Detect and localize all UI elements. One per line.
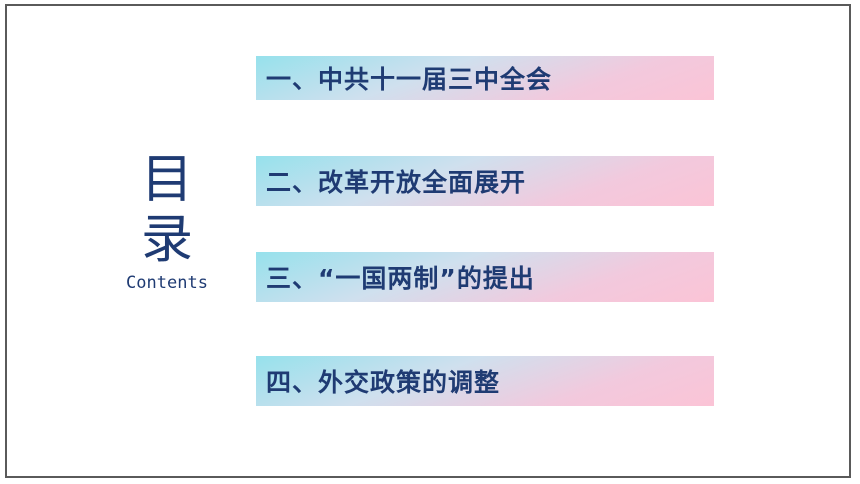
toc-item-label: 一、中共十一届三中全会 [266,65,553,94]
toc-title-char-2: 录 [140,210,193,270]
toc-item-2[interactable]: 二、改革开放全面展开 [256,156,714,206]
toc-item-label: 三、“一国两制”的提出 [266,264,535,293]
toc-subtitle: Contents [126,273,208,293]
toc-item-4[interactable]: 四、外交政策的调整 [256,356,714,406]
toc-title-char-1: 目 [140,150,193,210]
toc-item-label: 四、外交政策的调整 [266,368,501,397]
toc-item-label: 二、改革开放全面展开 [266,168,527,197]
toc-heading: 目 录 Contents [117,150,217,294]
toc-item-3[interactable]: 三、“一国两制”的提出 [256,252,714,302]
toc-item-1[interactable]: 一、中共十一届三中全会 [256,56,714,100]
